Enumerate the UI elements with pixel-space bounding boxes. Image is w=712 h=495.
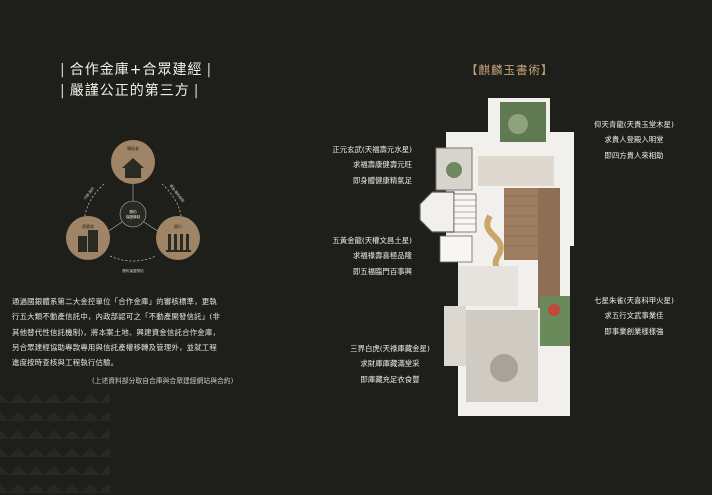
paragraph-line: 另合眾建經協助專款專用與信託產權移轉及管理外，並就工程	[12, 342, 217, 352]
bottom-label: 履約保證契約	[122, 268, 144, 273]
stone-path	[458, 266, 518, 306]
label-line: 即身體健康精氣足	[352, 175, 412, 185]
floor-plan	[419, 98, 574, 416]
source-note: (上述資料部分取自合庫與合眾建經網站與合約)	[92, 377, 234, 385]
label-line: 五黃金龍(天權文昌土星)	[332, 236, 412, 245]
label-line: 正元玄武(天福壽元水星)	[332, 145, 412, 154]
label-line: 求福祿壽喜極品隆	[352, 251, 412, 261]
label-qixing: 七星朱雀(天喜科甲火星) 求五行文武事業佳 即事業創業樣樣強	[584, 293, 684, 339]
label-zhengyuan: 正元玄武(天福壽元水星) 求福壽康健壽元旺 即身體健康精氣足	[312, 142, 412, 188]
label-line: 即事業創業樣樣強	[604, 326, 664, 336]
title-bar: |	[60, 83, 66, 99]
title-bar: |	[193, 83, 200, 99]
paragraph-line: 進度按時查核與工程執行估驗。	[12, 358, 119, 368]
label-line: 即庫藏充足衣食豐	[360, 374, 420, 384]
label-sanjie: 三界白虎(天祿庫藏金星) 求財庫庫藏滿堂采 即庫藏充足衣食豐	[340, 341, 440, 387]
left-stone	[444, 306, 466, 366]
bank-label: 銀行	[174, 223, 182, 229]
title-line-1: |合作金庫+合眾建經|	[56, 60, 216, 81]
paragraph-line: 行五大類不動產信託中，內政部認可之「不動產開發信託」(非	[12, 312, 221, 322]
elevator	[439, 235, 473, 263]
background-pattern	[0, 385, 110, 495]
label-yangtian: 仰天青龍(天貴玉堂木星) 求貴人登殿入明堂 即四方貴人來相助	[584, 117, 684, 163]
label-line: 即五福臨門百事興	[352, 266, 412, 276]
builder-label: 建築商	[82, 223, 94, 229]
title-text-1: 合作金庫+合眾建經	[69, 62, 203, 78]
tiger-sculpture-icon	[490, 354, 518, 382]
title-bar: |	[60, 62, 66, 78]
title-bar: |	[206, 62, 213, 78]
label-wuhuang: 五黃金龍(天權文昌土星) 求福祿壽喜極品隆 即五福臨門百事興	[312, 233, 412, 279]
house-icon	[122, 158, 144, 178]
bank-icon	[166, 234, 191, 252]
paragraph-line: 其他替代性信託機制)，將本案土地、興建資金信託合作金庫，	[12, 327, 221, 337]
title-block: |合作金庫+合眾建經| |嚴謹公正的第三方|	[56, 60, 216, 102]
label-line: 求福壽康健壽元旺	[352, 160, 412, 170]
center-label-2: 保證機制	[126, 214, 141, 219]
label-line: 求五行文武事業佳	[604, 311, 664, 321]
plan-title: 【麒麟玉書術】	[466, 63, 554, 77]
bank-circle	[156, 216, 200, 260]
label-line: 求財庫庫藏滿堂采	[360, 359, 420, 369]
label-line: 仰天青龍(天貴玉堂木星)	[594, 120, 674, 129]
center-circle	[119, 200, 147, 228]
paragraph-line: 通過國銀體系第二大金控單位「合作金庫」的審核標準，更執	[12, 297, 217, 306]
arrow-right-label: 價金·履約保證	[169, 183, 187, 203]
title-text-2: 嚴謹公正的第三方	[69, 83, 190, 99]
stairs	[453, 193, 477, 233]
arrow-bottom	[109, 255, 157, 262]
arrow-left-label: 付款·簽約	[82, 185, 95, 200]
building-icon	[78, 230, 98, 252]
right-deck	[538, 188, 560, 308]
label-line: 求貴人登殿入明堂	[604, 135, 664, 145]
plant-icon	[508, 114, 528, 134]
corridor	[478, 156, 554, 186]
label-line: 三界白虎(天祿庫藏金星)	[350, 344, 430, 353]
center-label-1: 履約	[129, 209, 137, 214]
flower-icon	[548, 304, 560, 316]
buyer-label: 購屋者	[127, 145, 139, 151]
label-line: 七星朱雀(天喜科甲火星)	[594, 296, 674, 305]
description-paragraph: 通過國銀體系第二大金控單位「合作金庫」的審核標準，更執 行五大類不動產信託中，內…	[12, 294, 255, 370]
garden-right	[540, 296, 570, 346]
label-line: 即四方貴人來相助	[604, 150, 664, 160]
title-line-2: |嚴謹公正的第三方|	[56, 81, 216, 102]
plant-icon	[446, 162, 462, 178]
entrance-bay	[419, 191, 455, 233]
trust-diagram: 購屋者 建築商 銀行 履約 保證機制 履約保證契約 付款·簽約 價金·履約保證	[66, 140, 200, 273]
